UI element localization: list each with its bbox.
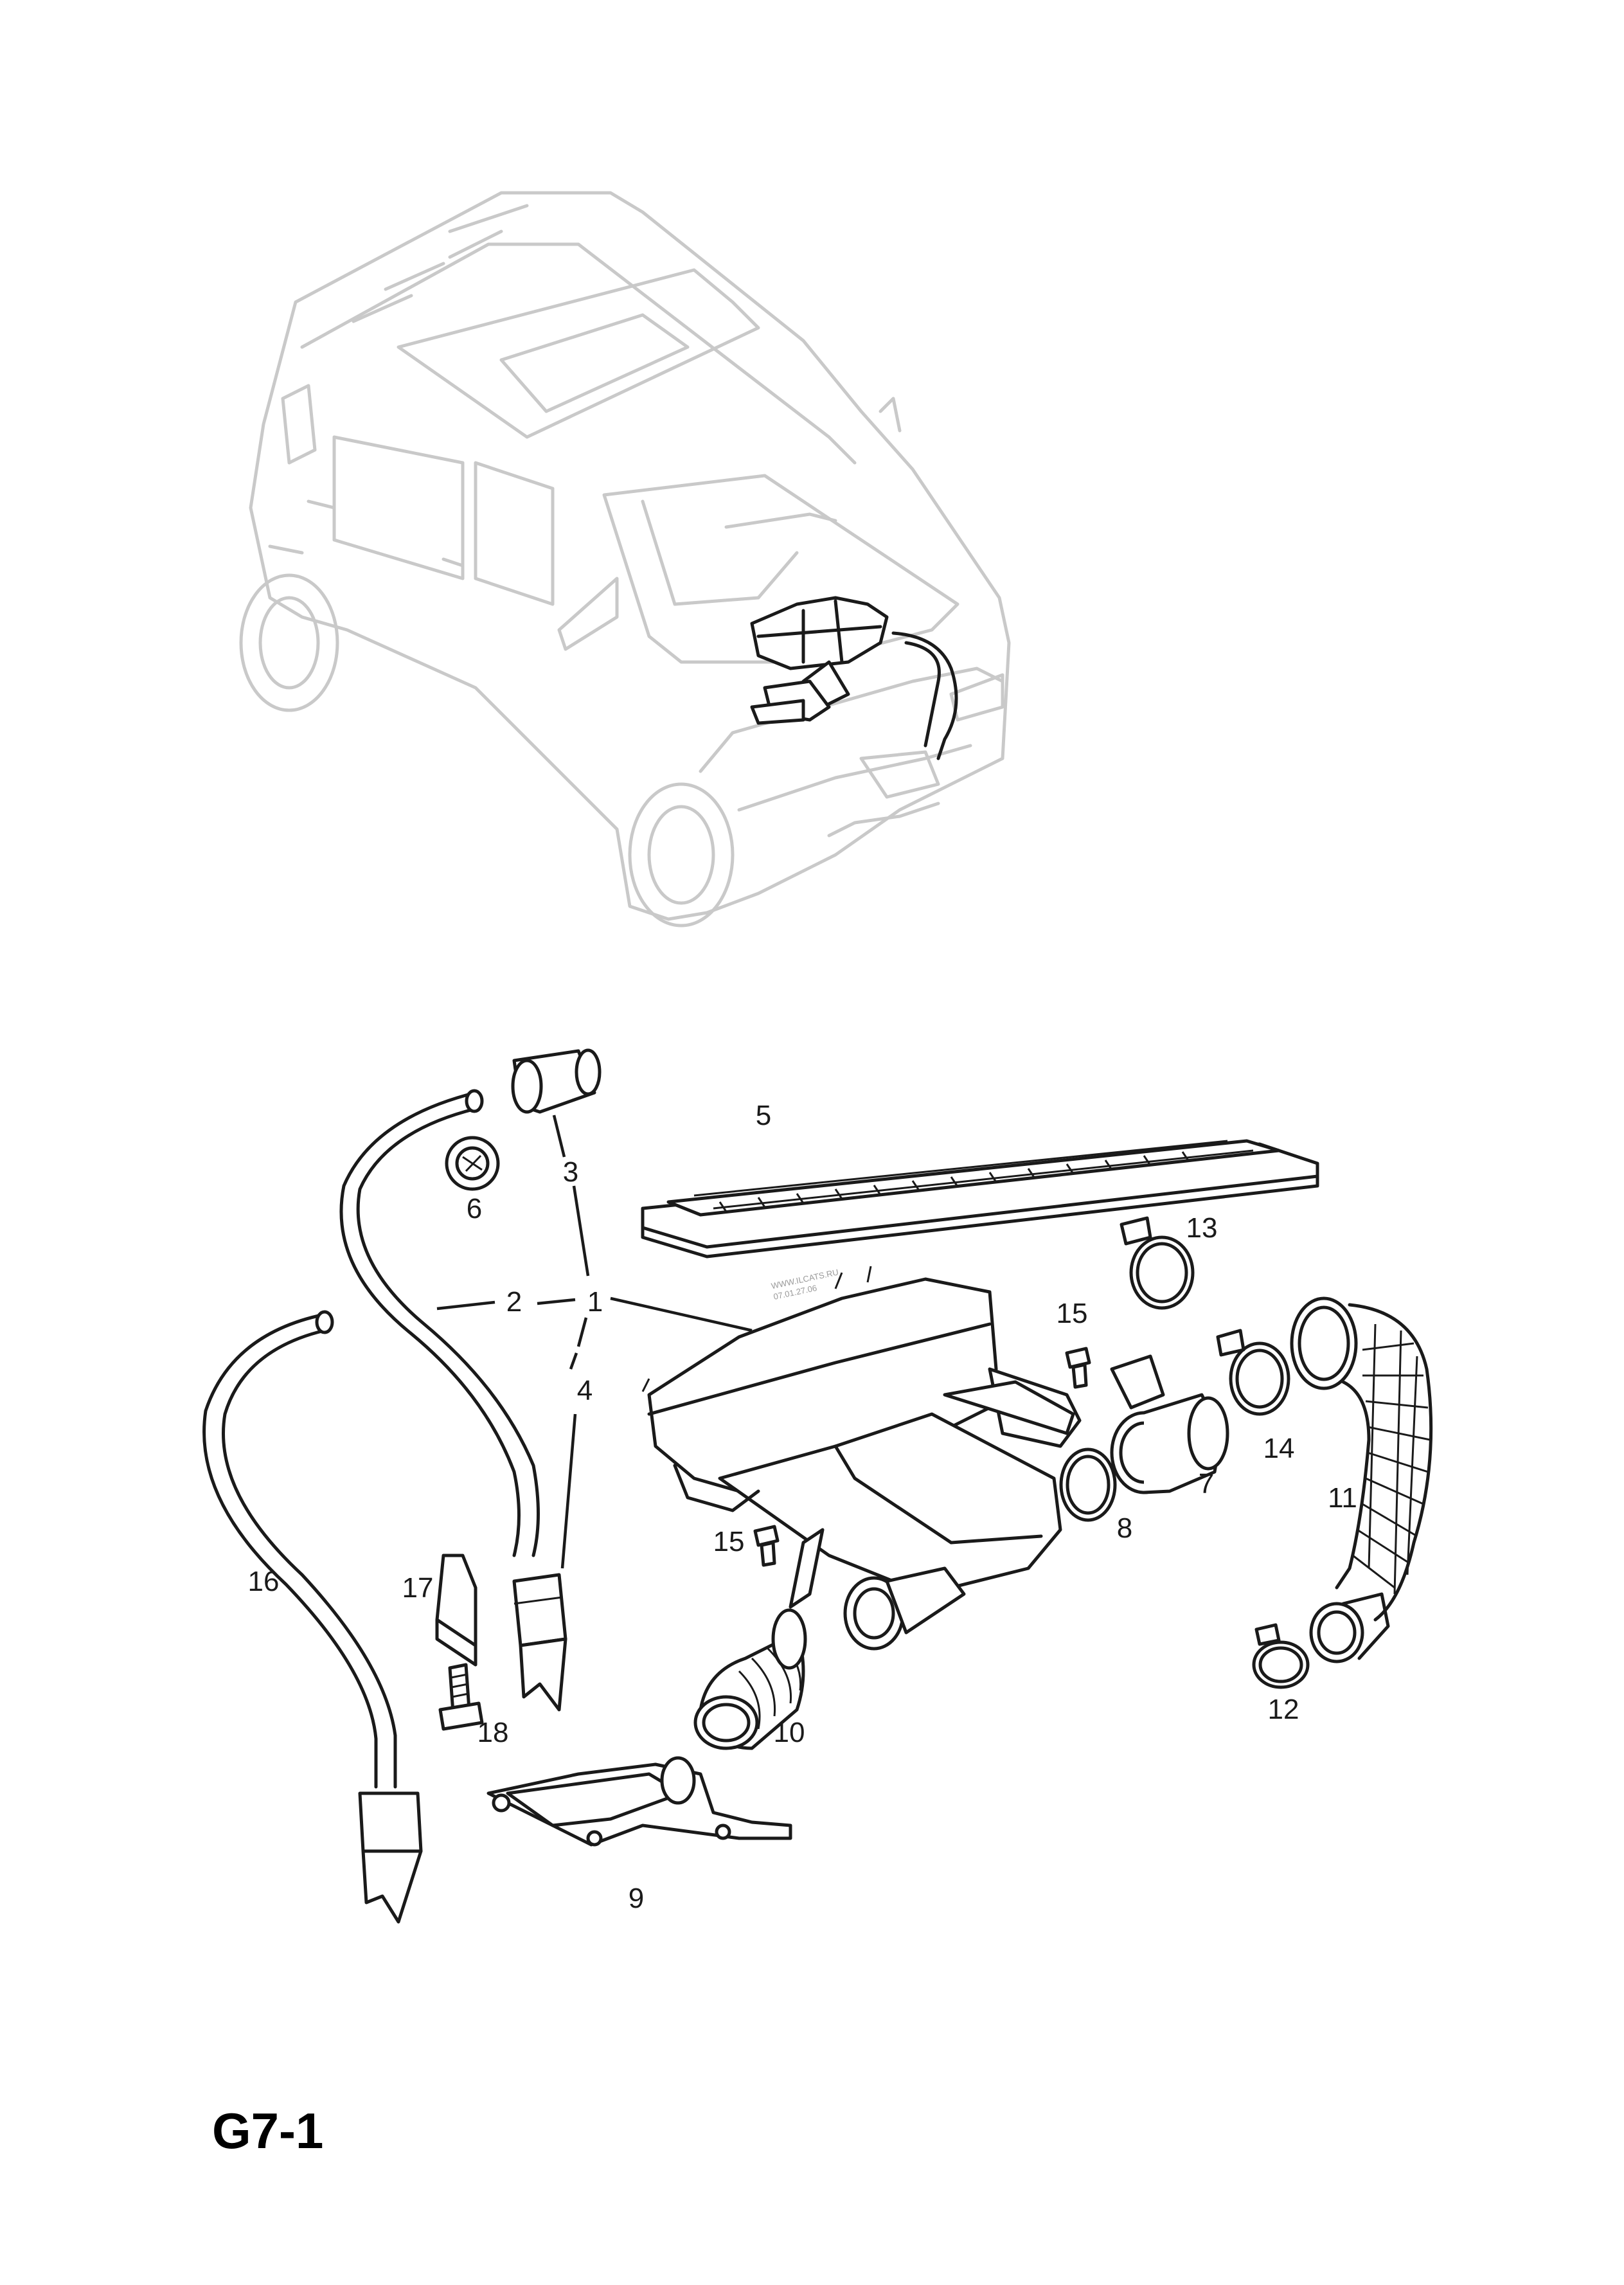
screw-part-15-upper [1065,1347,1091,1389]
leader-lines [436,1115,753,1569]
highlighted-intake-assembly [750,596,958,760]
grommet-part-6 [445,1136,500,1191]
hose-clamp-part-12 [1252,1623,1310,1689]
screw-part-15-lower [753,1525,780,1567]
bellows-hose-part-10 [693,1608,807,1750]
bolt-part-18 [438,1663,484,1731]
fitting-part-4 [512,1573,567,1712]
callout-16: 16 [248,1566,280,1597]
callout-14: 14 [1263,1433,1295,1464]
hose-part-16 [202,1310,423,1924]
callout-17: 17 [402,1572,434,1604]
airflow-meter-part-7 [1110,1354,1229,1494]
intake-hose-part-11 [1290,1296,1433,1663]
bracket-part-17 [435,1554,477,1667]
callout-15-lower: 15 [713,1526,745,1557]
vehicle-overview [239,191,1011,927]
callout-1: 1 [587,1286,603,1318]
callout-15-upper: 15 [1057,1298,1088,1329]
breather-hose-part-2 [339,1089,540,1557]
callout-10: 10 [774,1717,805,1748]
callout-13: 13 [1186,1212,1218,1244]
connector-part-3 [511,1048,602,1114]
callout-8: 8 [1117,1512,1132,1544]
hose-clamp-part-14 [1216,1329,1290,1416]
o-ring-part-8 [1059,1447,1117,1522]
callout-18: 18 [477,1717,509,1748]
callout-4: 4 [577,1375,593,1406]
air-inlet-duct-part-9 [486,1756,792,1847]
air-cleaner-housing-part-1 [641,1266,1082,1651]
air-filter-part-5 [641,1139,1319,1259]
callout-11: 11 [1328,1482,1357,1514]
callout-5: 5 [756,1100,771,1131]
watermark: WWW.ILCATS.RU 07.01.27.06 [771,1267,839,1301]
exploded-parts [202,1048,1433,1924]
diagram-reference: G7-1 [212,2102,324,2159]
hose-clamp-part-13 [1120,1216,1195,1310]
callout-7: 7 [1199,1468,1214,1500]
callout-9: 9 [629,1883,644,1914]
callout-6: 6 [467,1193,482,1224]
callout-3: 3 [563,1156,578,1188]
callout-2: 2 [506,1286,522,1318]
callout-labels: 1 2 3 4 5 6 7 8 9 10 11 12 13 14 15 15 1… [248,1100,1357,1914]
callout-12: 12 [1268,1694,1299,1725]
